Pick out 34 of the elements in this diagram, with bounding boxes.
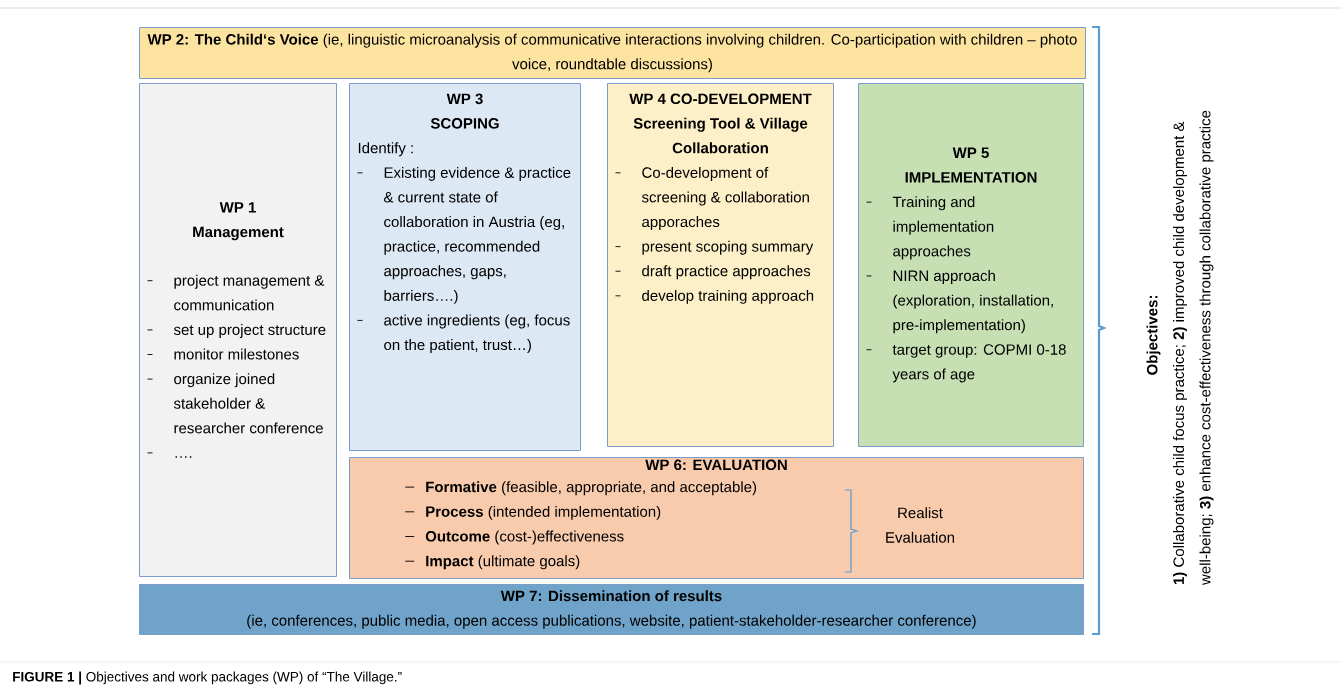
heading: WP 4 CO-DEVELOPMENT Screening Tool & Village Collaboration bbox=[629, 93, 812, 154]
caption: FIGURE 1 | Objectives and work packages (WP) of “The Village.” bbox=[13, 671, 402, 685]
list-item: …. bbox=[147, 452, 192, 458]
work-package-box bbox=[139, 584, 1084, 635]
work-package-box bbox=[858, 83, 1084, 447]
list-item: develop training approach bbox=[615, 289, 814, 304]
list-item: present scoping summary bbox=[615, 240, 814, 255]
list-item: Outcome (cost-)effectiveness bbox=[404, 530, 624, 545]
work-package-box bbox=[139, 83, 337, 577]
list-item: Training and implementation approaches bbox=[866, 196, 994, 260]
side-text: Realist Evaluation bbox=[886, 507, 955, 543]
heading: WP 6: EVALUATION bbox=[645, 459, 787, 471]
body-text: WP 2: The Child‘s Voice (ie, linguistic microanalysis of communicative interactions involving children. Co-participation with children – photo voice, roundtable discussions) bbox=[147, 33, 1077, 73]
heading: WP 3 SCOPING bbox=[430, 93, 499, 129]
list-item: Formative (feasible, appropriate, and acceptable) bbox=[404, 481, 757, 496]
list-item: Process (intended implementation) bbox=[404, 505, 661, 520]
heading: WP 7: Dissemination of results bbox=[500, 590, 722, 602]
list-item: target group: COPMI 0-18 years of age bbox=[866, 344, 1066, 383]
list-item: Existing evidence & practice & current state of collaboration in Austria (eg, practice, recommended approaches, gaps, barriers….) bbox=[357, 166, 571, 304]
list-item: draft practice approaches bbox=[615, 265, 811, 280]
work-package-box bbox=[607, 83, 834, 447]
work-package-box bbox=[349, 83, 581, 451]
list-item: monitor milestones bbox=[147, 348, 299, 360]
work-package-box bbox=[139, 27, 1086, 79]
list-item: active ingredients (eg, focus on the patient, trust…) bbox=[357, 314, 570, 354]
list-item: Impact (ultimate goals) bbox=[404, 555, 580, 570]
intro-text: Identify : bbox=[358, 142, 413, 157]
heading: WP 5 IMPLEMENTATION bbox=[905, 147, 1037, 183]
list-item: organize joined stakeholder & researcher conference bbox=[147, 373, 323, 434]
body-text: (ie, conferences, public media, open access publications, website, patient-stakeholder-researcher conference) bbox=[247, 614, 976, 629]
heading: WP 1 Management bbox=[193, 202, 284, 241]
objectives-heading: Objectives: bbox=[1146, 296, 1161, 375]
list-item: NIRN approach (exploration, installation, pre-implementation) bbox=[866, 270, 1053, 334]
list-item: set up project structure bbox=[147, 324, 326, 338]
